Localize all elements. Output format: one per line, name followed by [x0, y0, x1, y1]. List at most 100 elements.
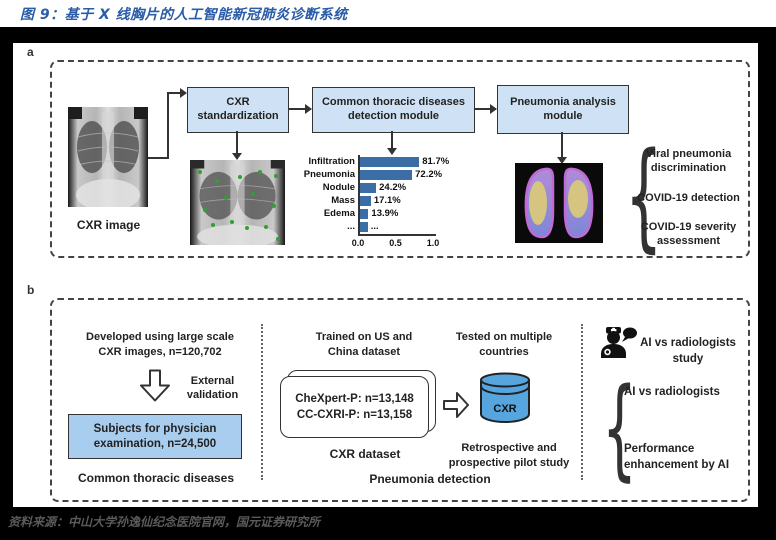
pipeline-right-arrow-icon [443, 390, 469, 420]
landmark-dot-icon [250, 192, 255, 197]
chart-x-tick-label: 0.0 [351, 238, 365, 248]
arrowhead-icon [180, 88, 187, 98]
chart-row: Edema 13.9% [301, 207, 453, 220]
arrowhead-icon [557, 157, 567, 164]
chart-value-label: 72.2% [415, 169, 443, 180]
source-note: 资料来源：中山大学孙逸仙纪念医院官网，国元证券研究所 [8, 515, 321, 529]
chart-x-tick-label: 0.5 [389, 238, 402, 248]
connector-line [148, 157, 169, 159]
pilot-study-caption: Retrospective and prospective pilot stud… [448, 442, 570, 469]
landmark-dot-icon [245, 226, 250, 231]
cxr-dataset-caption: CXR dataset [329, 447, 401, 461]
output-covid-detection: COVID-19 detection [637, 192, 740, 204]
box-subjects-examination: Subjects for physician examination, n=24… [68, 414, 242, 459]
box-thoracic-detection: Common thoracic diseases detection modul… [312, 87, 475, 133]
box-pneumonia-analysis: Pneumonia analysis module [497, 85, 629, 134]
external-validation-label: External validation [186, 375, 239, 402]
cxr-input-image [68, 107, 148, 207]
tested-label: Tested on multiple countries [455, 331, 553, 358]
lung-segmentation-image [515, 163, 603, 243]
arrowhead-icon [387, 148, 397, 155]
developed-headline: Developed using large scale CXR images, … [86, 331, 234, 358]
chart-bar [358, 208, 369, 219]
dataset-card-line-2: CC-CXRI-P: n=13,158 [296, 409, 413, 421]
chart-row: Infiltration 81.7% [301, 155, 453, 168]
connector-line [167, 92, 181, 94]
landmark-dot-icon [214, 178, 219, 183]
output-covid-severity: COVID-19 severity assessment [640, 221, 737, 248]
chart-category-label: ... [347, 221, 355, 232]
chart-x-tick-label: 1.0 [426, 238, 440, 248]
chart-row: Mass 17.1% [301, 194, 453, 207]
chart-bar [358, 169, 413, 180]
common-thoracic-caption: Common thoracic diseases [77, 471, 235, 485]
chart-bar [358, 182, 377, 193]
chart-category-label: Mass [331, 195, 355, 206]
panel-b-divider-1 [261, 324, 263, 480]
landmark-dot-icon [229, 219, 234, 224]
cxr-image-caption: CXR image [76, 218, 141, 232]
figure-canvas: a CXR image CX [13, 43, 758, 507]
study-brace: { [602, 364, 637, 492]
chart-value-label: 24.2% [379, 182, 407, 193]
arrowhead-icon [305, 104, 312, 114]
figure-title-bar: 图 9：基于 X 线胸片的人工智能新冠肺炎诊断系统 [0, 0, 776, 27]
panel-b-divider-2 [581, 324, 583, 480]
ai-vs-radiologists-study-title: AI vs radiologists study [640, 337, 736, 365]
chart-bar [358, 221, 368, 232]
external-validation-arrow-icon [138, 369, 172, 402]
box-cxr-standardization: CXR standardization [187, 87, 289, 133]
landmark-dot-icon [224, 195, 229, 200]
chart-category-label: Edema [323, 208, 355, 219]
landmark-dot-icon [271, 204, 276, 209]
connector-line [561, 132, 563, 157]
landmark-dot-icon [197, 170, 202, 175]
panel-a-border [50, 60, 750, 258]
connector-line [236, 131, 238, 153]
connector-line [391, 131, 393, 148]
landmark-dot-icon [275, 236, 280, 241]
dataset-card-line-1: CheXpert-P: n=13,148 [295, 392, 414, 405]
landmark-dot-icon [203, 207, 208, 212]
connector-line [167, 93, 169, 159]
landmark-dot-icon [210, 222, 215, 227]
output-viral-pneumonia: Viral pneumonia discrimination [645, 148, 732, 175]
cxr-database-label: CXR [493, 403, 516, 415]
panel-b-label: b [27, 283, 35, 297]
chart-bar [358, 156, 420, 167]
chart-y-axis [358, 155, 360, 235]
chart-row: ...... [301, 220, 453, 233]
study-item-ai-vs-radiologists: AI vs radiologists [624, 386, 720, 398]
landmark-dot-icon [264, 224, 269, 229]
chart-value-label: ... [370, 221, 379, 232]
landmark-dot-icon [258, 170, 263, 175]
study-item-performance: Performance enhancement by AI [624, 443, 730, 471]
chart-category-label: Pneumonia [303, 169, 355, 180]
cxr-database-icon: CXR [479, 371, 531, 424]
chart-value-label: 13.9% [371, 208, 399, 219]
chart-category-label: Infiltration [308, 156, 355, 167]
dataset-card: CheXpert-P: n=13,148 CC-CXRI-P: n=13,158 [280, 376, 429, 438]
connector-line [475, 108, 490, 110]
outputs-brace: { [625, 126, 663, 264]
landmark-dot-icon [237, 175, 242, 180]
trained-label: Trained on US and China dataset [315, 331, 413, 358]
chart-value-label: 81.7% [422, 156, 450, 167]
chart-value-label: 17.1% [373, 195, 401, 206]
panel-b-border [50, 298, 750, 502]
connector-line [289, 108, 305, 110]
panel-a-label: a [27, 45, 34, 59]
cxr-xray-graphic [68, 107, 148, 207]
landmark-dot-icon [273, 173, 278, 178]
cxr-xray-graphic [190, 160, 285, 245]
chart-x-axis [358, 234, 436, 236]
cxr-standardized-image [190, 160, 285, 245]
arrowhead-icon [490, 104, 497, 114]
radiologist-doctor-icon [598, 326, 638, 364]
pneumonia-detection-caption: Pneumonia detection [369, 472, 491, 486]
lung-segmentation-graphic [515, 163, 603, 243]
